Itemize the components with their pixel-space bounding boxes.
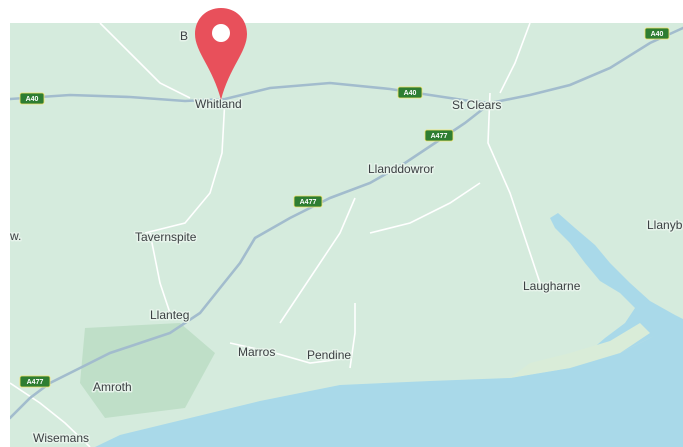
- place-w[interactable]: w.: [10, 228, 23, 245]
- svg-text:A40: A40: [26, 96, 39, 103]
- place-llanyb[interactable]: Llanyb: [646, 217, 683, 234]
- map-canvas[interactable]: Whitland St Clears Llanddowror Tavernspi…: [10, 23, 683, 447]
- svg-text:A40: A40: [651, 31, 664, 38]
- shield-a477-mid: A477: [293, 195, 323, 208]
- place-marros[interactable]: Marros: [237, 344, 277, 361]
- place-tavernspite[interactable]: Tavernspite: [134, 229, 199, 246]
- road-a40-east: [488, 26, 683, 105]
- road-shields: A40 A40 A40 A477 A477 A477: [19, 27, 670, 388]
- svg-text:A477: A477: [431, 133, 448, 140]
- place-labels: Whitland St Clears Llanddowror Tavernspi…: [10, 28, 683, 447]
- place-llanteg[interactable]: Llanteg: [149, 307, 191, 324]
- sea: [95, 321, 683, 447]
- shield-a40-east: A40: [644, 27, 670, 40]
- sandbank: [510, 323, 650, 378]
- place-laugharne[interactable]: Laugharne: [522, 278, 583, 295]
- place-wisemans[interactable]: Wisemans: [32, 430, 91, 447]
- map-view[interactable]: Whitland St Clears Llanddowror Tavernspi…: [10, 23, 683, 447]
- shield-a40-west: A40: [19, 92, 45, 105]
- map-pin-icon[interactable]: [193, 6, 249, 102]
- place-pendine[interactable]: Pendine: [306, 347, 353, 364]
- place-st-clears[interactable]: St Clears: [451, 97, 503, 114]
- place-whitland[interactable]: Whitland: [194, 96, 244, 113]
- minor-roads: [10, 23, 541, 447]
- road-a477: [10, 103, 490, 420]
- shield-a477-west: A477: [19, 375, 51, 388]
- major-roads: [10, 26, 683, 420]
- estuary: [550, 213, 683, 368]
- place-llanddowror[interactable]: Llanddowror: [367, 161, 436, 178]
- svg-text:A477: A477: [27, 379, 44, 386]
- shield-a40-mid: A40: [397, 86, 423, 99]
- place-amroth[interactable]: Amroth: [92, 379, 134, 396]
- svg-text:A40: A40: [404, 90, 417, 97]
- shield-a477-north: A477: [424, 129, 454, 142]
- road-a40-west: [10, 81, 492, 105]
- svg-text:A477: A477: [300, 199, 317, 206]
- forest-area: [80, 323, 215, 418]
